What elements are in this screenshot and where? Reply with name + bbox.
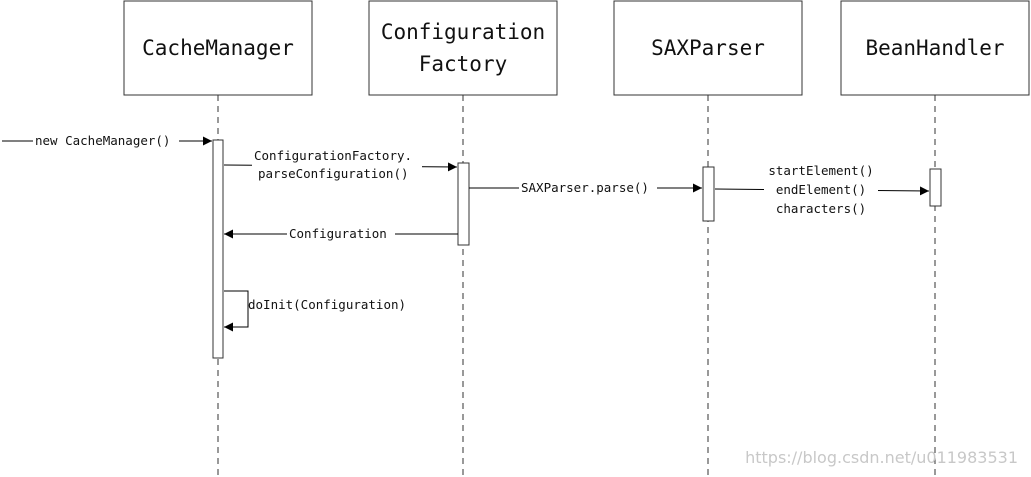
label-bg [287,226,395,242]
label-bg [252,147,422,181]
label-parse-configuration-line-2: parseConfiguration() [258,166,409,181]
participant-box [368,0,558,96]
activation-cachemanager [212,139,224,359]
participant-title-line-2: Factory [419,52,508,76]
activation-saxparser [702,166,715,222]
label-end-element: endElement() [776,182,866,197]
label-characters: characters() [776,201,866,216]
participant-title: SAXParser [651,36,765,60]
participant-beanhandler: BeanHandler [840,0,1030,96]
label-return-configuration: Configuration [289,226,387,241]
label-parse-configuration-line-1: ConfigurationFactory. [254,148,412,163]
activation-beanhandler [929,168,942,207]
participant-title: CacheManager [142,36,294,60]
message-labels: new CacheManager() ConfigurationFactory.… [33,133,878,312]
label-do-init: doInit(Configuration) [248,297,406,312]
label-new-cachemanager: new CacheManager() [35,133,170,148]
participant-box [613,0,803,96]
activation-configuration-factory [457,162,470,246]
participant-cachemanager: CacheManager [123,0,313,96]
activations [212,139,942,359]
label-bg [519,180,657,196]
participant-configuration-factory: Configuration Factory [368,0,558,96]
participant-box [840,0,1030,96]
watermark: https://blog.csdn.net/u011983531 [745,448,1018,467]
label-bg [33,133,179,149]
participant-box [123,0,313,96]
participant-title: BeanHandler [865,36,1004,60]
label-start-element: startElement() [768,163,873,178]
label-sax-parse: SAXParser.parse() [521,180,649,195]
participant-saxparser: SAXParser [613,0,803,96]
label-bg [764,163,878,217]
arrow-do-init-self-call [224,290,249,332]
participant-title-line-1: Configuration [381,20,545,44]
